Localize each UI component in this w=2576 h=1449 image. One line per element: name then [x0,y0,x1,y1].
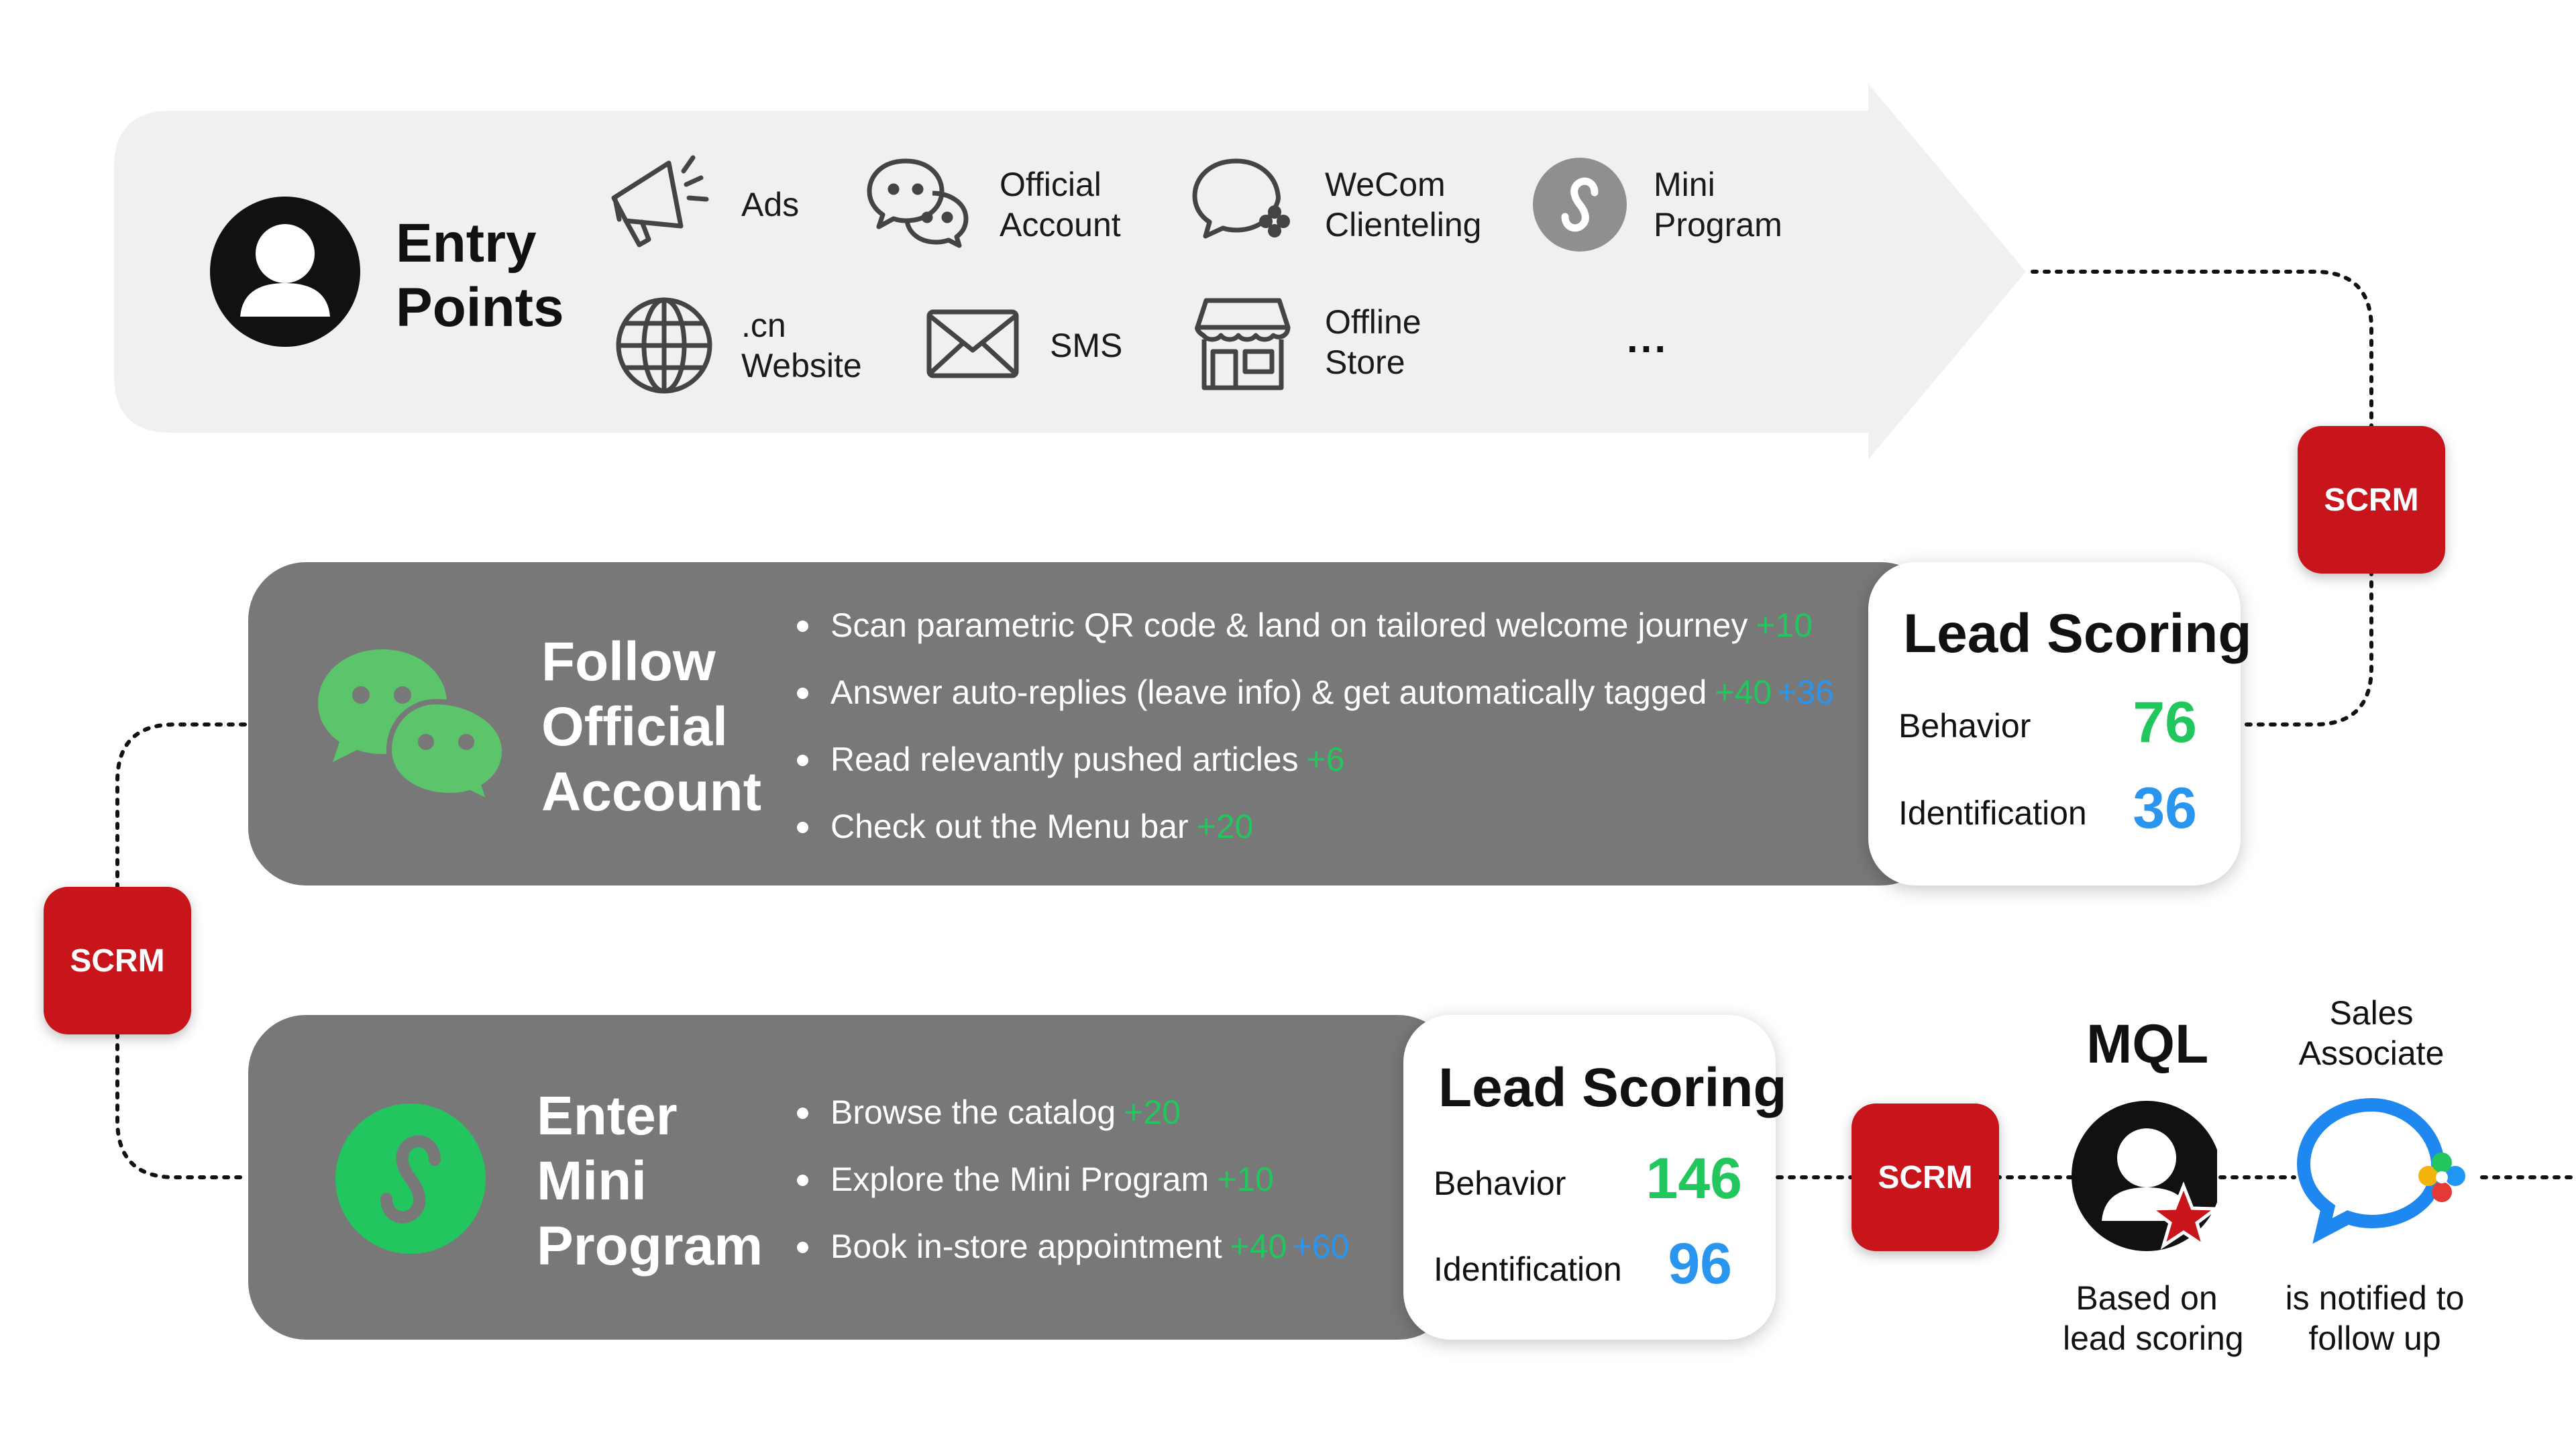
more-entry-points: ... [1627,316,1669,361]
action-item: Browse the catalog+20 [797,1079,1349,1146]
mini-program-logo-icon [335,1104,486,1254]
behavior-label: Behavior [1434,1165,1566,1202]
mql-title: MQL [2086,1014,2209,1075]
follow-official-account-title: Follow Official Account [541,631,761,822]
follow-official-account-panel [248,562,1939,885]
scrm-badge-right: SCRM [2298,426,2445,574]
mql-caption: Based on lead scoring [2063,1279,2244,1357]
envelope-icon [926,309,1020,379]
action-item: Read relevantly pushed articles+6 [797,726,1834,793]
action-item: Scan parametric QR code & land on tailor… [797,592,1834,659]
entry-item-sms: SMS [1050,327,1123,364]
entry-item-offline-store: Offline Store [1325,303,1421,381]
action-item: Explore the Mini Program+10 [797,1146,1349,1213]
entry-points-user-icon [208,195,362,349]
behavior-score: 76 [2133,690,2197,755]
entry-points-title: Entry Points [396,213,564,338]
entry-item-mini-program: Mini Program [1654,166,1782,244]
wechat-chat-icon [865,154,973,248]
wecom-logo-icon [2294,1097,2482,1244]
lead-scoring-title: Lead Scoring [1438,1057,1787,1118]
sales-associate-caption: is notified to follow up [2285,1279,2465,1357]
action-item: Answer auto-replies (leave info) & get a… [797,659,1834,726]
wechat-logo-icon [315,644,510,805]
megaphone-icon [607,151,714,252]
identification-score: 36 [2133,776,2197,841]
mql-user-star-icon [2070,1099,2217,1253]
scrm-badge-left: SCRM [44,887,191,1034]
entry-item-website: .cn Website [741,307,862,384]
follow-official-account-actions: Scan parametric QR code & land on tailor… [797,592,1834,860]
lead-scoring-card-mini-program: Lead Scoring Behavior 146 Identification… [1403,1015,1786,1340]
entry-item-ads: Ads [741,186,800,223]
identification-label: Identification [1898,794,2087,832]
wecom-chat-icon [1191,154,1305,248]
sales-associate-label: Sales Associate [2298,994,2445,1072]
behavior-label: Behavior [1898,707,2031,745]
identification-score: 96 [1668,1232,1732,1296]
enter-mini-program-title: Enter Mini Program [537,1085,763,1277]
enter-mini-program-actions: Browse the catalog+20 Explore the Mini P… [797,1079,1349,1280]
globe-icon [614,295,714,396]
action-item: Check out the Menu bar+20 [797,793,1834,860]
action-item: Book in-store appointment+40+60 [797,1213,1349,1280]
entry-item-official-account: Official Account [1000,166,1121,244]
lead-scoring-card-official-account: Lead Scoring Behavior 76 Identification … [1868,562,2251,885]
store-icon [1194,295,1291,392]
entry-item-wecom-clienteling: WeCom Clienteling [1325,166,1482,244]
mini-program-icon [1533,158,1627,252]
behavior-score: 146 [1646,1146,1743,1211]
lead-scoring-title: Lead Scoring [1903,603,2252,664]
scrm-badge-bottom: SCRM [1851,1104,1999,1251]
identification-label: Identification [1434,1250,1622,1288]
